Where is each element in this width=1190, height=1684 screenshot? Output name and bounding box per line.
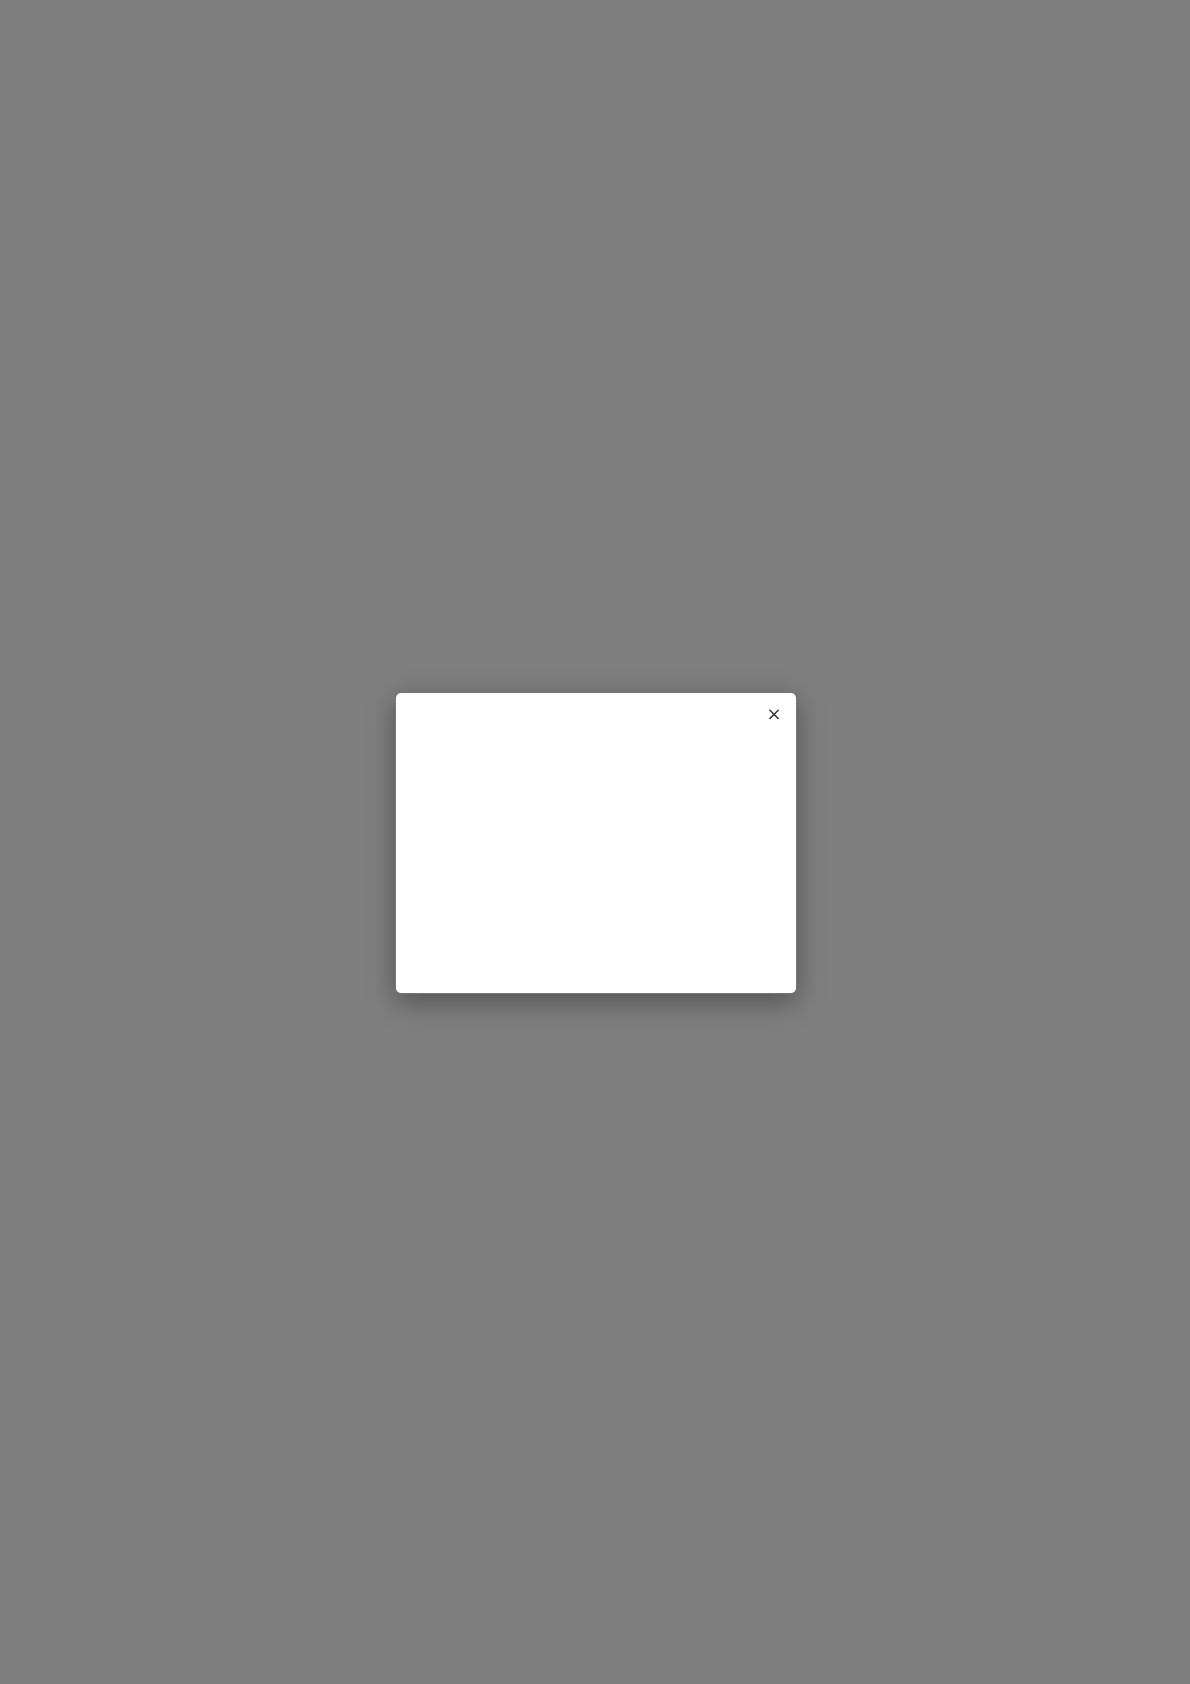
popup-dialog: × bbox=[395, 692, 797, 994]
popup-close-button[interactable]: × bbox=[760, 701, 788, 729]
close-icon: × bbox=[766, 704, 782, 725]
